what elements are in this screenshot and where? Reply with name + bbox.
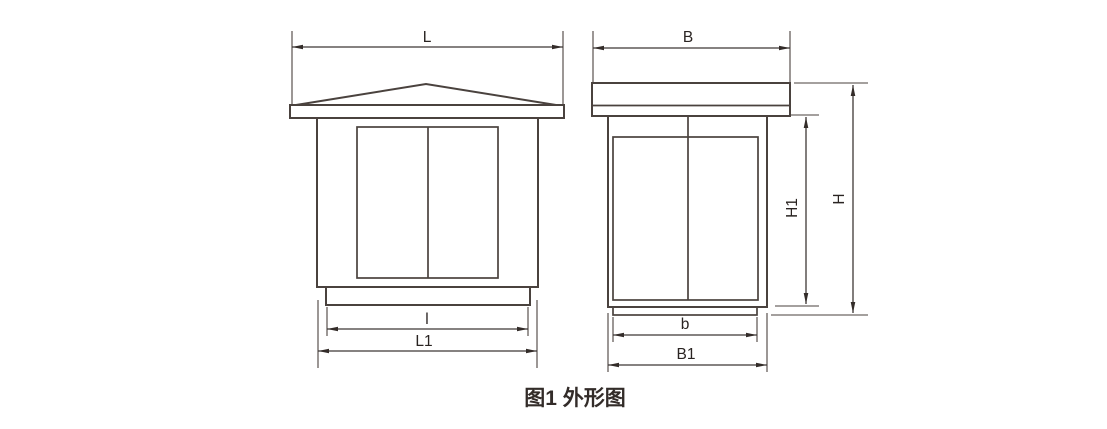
dimension-B: B: [592, 29, 791, 83]
side-view: [591, 82, 791, 316]
dimension-H: H: [771, 82, 868, 316]
front-view: [289, 82, 565, 306]
front-roof-triangle: [295, 82, 557, 106]
front-roof-cap: [289, 104, 565, 119]
dimension-L: L: [291, 29, 564, 105]
dimension-B1-label: B1: [677, 346, 696, 363]
dimension-L1: L1: [317, 300, 538, 368]
dimension-L-label: L: [423, 29, 432, 46]
dimension-H-label: H: [831, 193, 848, 204]
dimension-b-label: b: [681, 316, 690, 333]
dimension-H1-label: H1: [784, 198, 801, 218]
front-base: [325, 286, 531, 306]
figure-caption: 图1 外形图: [524, 386, 626, 410]
dimension-B1: B1: [607, 313, 768, 372]
dimension-l: l: [326, 307, 529, 336]
dimension-L1-label: L1: [415, 333, 432, 350]
side-roof-cap: [591, 82, 791, 117]
dimension-b: b: [612, 316, 758, 342]
side-panel: [612, 136, 759, 301]
dimension-l-label: l: [425, 311, 428, 328]
dimension-B-label: B: [683, 29, 693, 46]
side-base: [612, 306, 758, 316]
dimension-H1: H1: [775, 114, 819, 307]
